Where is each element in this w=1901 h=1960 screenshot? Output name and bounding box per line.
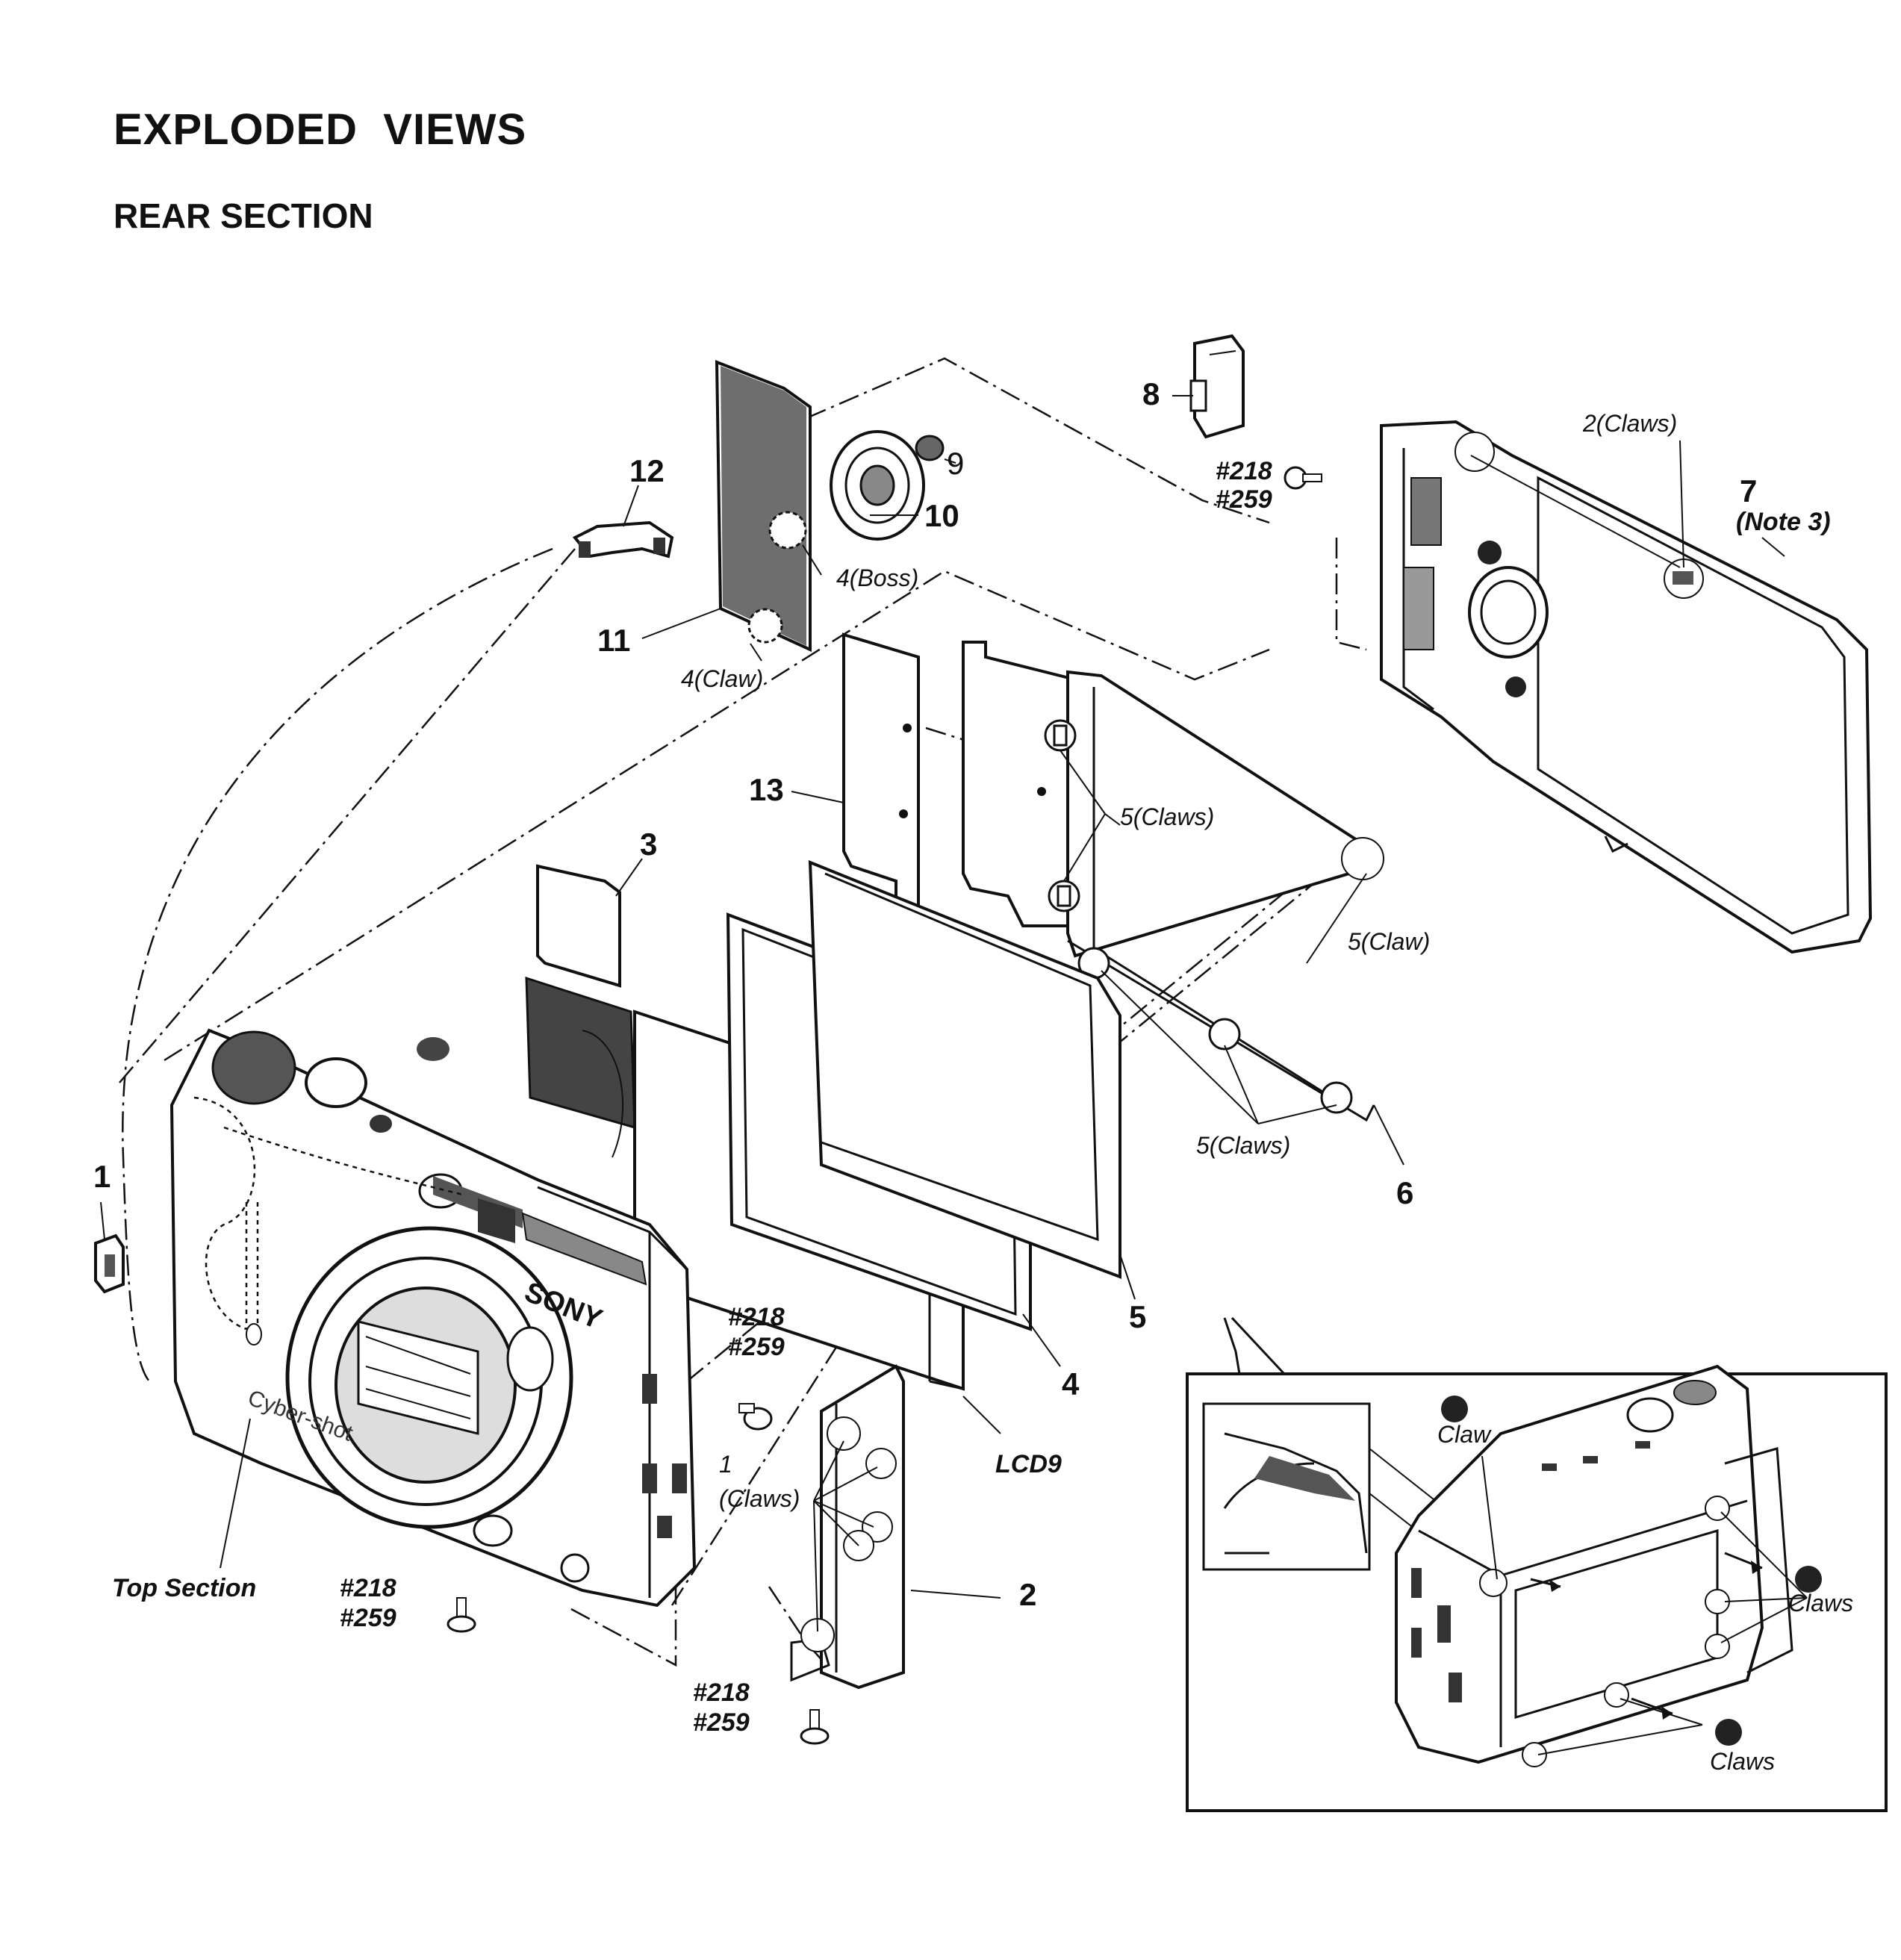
screw-icon-bottom-left bbox=[447, 1597, 476, 1633]
callout-4-boss: 4(Boss) bbox=[836, 564, 918, 591]
callout-1-claws: (Claws) bbox=[719, 1485, 800, 1512]
label-part-7: 7 bbox=[1740, 473, 1757, 508]
callout-4-claw: 4(Claw) bbox=[681, 665, 763, 692]
inset-detail-box bbox=[1186, 1316, 1888, 1812]
inset-label-claw: Claw bbox=[1437, 1421, 1492, 1448]
label-part-4: 4 bbox=[1062, 1366, 1080, 1401]
label-part-5: 5 bbox=[1129, 1299, 1146, 1334]
claw-marker-icon bbox=[1441, 1396, 1468, 1422]
label-part-3: 3 bbox=[640, 827, 657, 862]
part-8-connector bbox=[1189, 334, 1245, 439]
claws-marker-icon bbox=[1715, 1719, 1742, 1746]
label-part-13: 13 bbox=[749, 772, 784, 807]
label-part-9: 9 bbox=[947, 446, 964, 481]
label-part-2: 2 bbox=[1019, 1577, 1036, 1612]
label-screw-218-bottom: #218 bbox=[693, 1679, 750, 1707]
callout-1-number: 1 bbox=[719, 1451, 732, 1478]
label-part-10: 10 bbox=[924, 498, 959, 533]
callout-5-claw: 5(Claw) bbox=[1348, 928, 1430, 955]
label-screw-259-mid: #259 bbox=[728, 1333, 785, 1361]
label-screw-259-top: #259 bbox=[1216, 485, 1272, 514]
label-part-8: 8 bbox=[1142, 376, 1160, 411]
label-part-11: 11 bbox=[597, 623, 630, 658]
leader-lines bbox=[100, 395, 1785, 1632]
label-screw-218-mid: #218 bbox=[728, 1303, 785, 1331]
claws-marker-icon bbox=[1795, 1566, 1822, 1593]
label-part-12: 12 bbox=[629, 453, 665, 488]
label-screw-218-top: #218 bbox=[1216, 457, 1272, 485]
main-board bbox=[962, 641, 1077, 927]
label-part-6: 6 bbox=[1396, 1175, 1413, 1210]
part-13-board bbox=[842, 632, 920, 921]
part-5-window bbox=[808, 859, 1121, 1279]
part-7-rear-cabinet bbox=[1380, 420, 1873, 954]
section-subtitle: REAR SECTION bbox=[113, 196, 373, 235]
inset-label-claws-right: Claws bbox=[1788, 1590, 1853, 1617]
screw-icon-bottom-right bbox=[800, 1709, 830, 1745]
page-title: EXPLODED VIEWS bbox=[113, 105, 527, 154]
inset-label-claws-bottom: Claws bbox=[1710, 1748, 1775, 1775]
part-10-control-dial bbox=[830, 430, 925, 541]
part-1-side-cover bbox=[94, 1233, 125, 1294]
label-top-section: Top Section bbox=[112, 1574, 256, 1602]
part-12-bracket bbox=[572, 520, 674, 559]
label-screw-259-bottom: #259 bbox=[693, 1708, 750, 1737]
camera-body: SONY Cyber-shot bbox=[169, 1028, 697, 1608]
part-11-grip-plate bbox=[715, 360, 812, 653]
screw-icon-top bbox=[1284, 466, 1322, 490]
callout-5-claws-lower: 5(Claws) bbox=[1196, 1132, 1290, 1159]
part-3-sheet bbox=[536, 864, 621, 988]
label-lcd9: LCD9 bbox=[995, 1450, 1062, 1478]
callout-5-claws-upper: 5(Claws) bbox=[1120, 803, 1214, 830]
part-9-button bbox=[915, 435, 945, 461]
part-2-side-plate bbox=[790, 1364, 905, 1690]
label-part-7-note: (Note 3) bbox=[1736, 508, 1831, 536]
screw-icon-mid bbox=[738, 1403, 773, 1431]
screws bbox=[447, 466, 1322, 1745]
callout-2-claws: 2(Claws) bbox=[1582, 410, 1677, 437]
part-labels: 8 9 10 12 11 13 3 7 (Note 3) 6 5 4 LCD9 … bbox=[93, 376, 1853, 1775]
speaker-mesh bbox=[525, 976, 636, 1158]
label-part-1: 1 bbox=[93, 1159, 111, 1194]
label-screw-259-left: #259 bbox=[340, 1604, 396, 1632]
label-screw-218-left: #218 bbox=[340, 1574, 396, 1602]
